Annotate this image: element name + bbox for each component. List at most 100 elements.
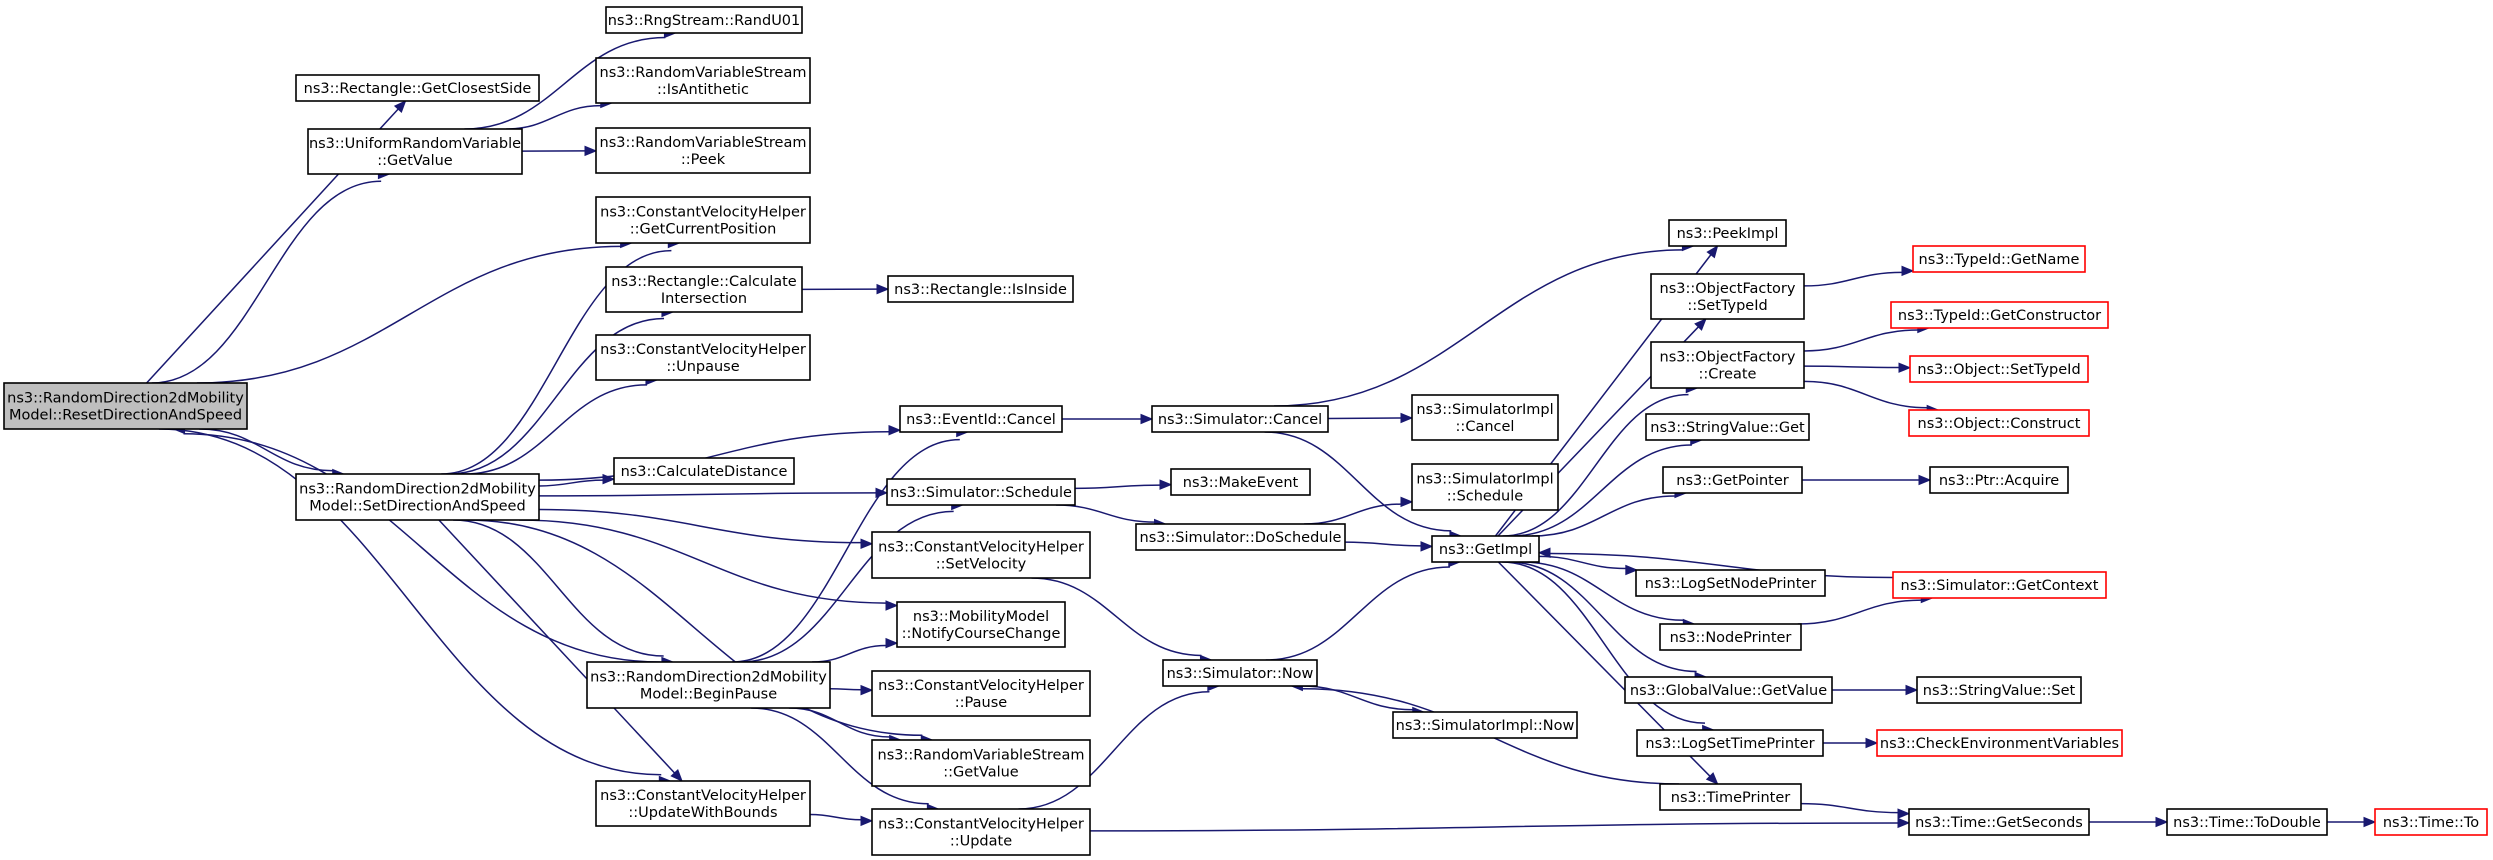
node-simimplcancel[interactable]: ns3::SimulatorImpl::Cancel bbox=[1411, 394, 1559, 441]
node-isinside[interactable]: ns3::Rectangle::IsInside bbox=[887, 275, 1074, 303]
node-pause[interactable]: ns3::ConstantVelocityHelper::Pause bbox=[871, 670, 1091, 717]
node-label-line: ns3::RandomVariableStream bbox=[600, 135, 807, 151]
nodes-layer: ns3::RandomDirection2dMobilityModel::Res… bbox=[3, 6, 2488, 856]
node-simschedule[interactable]: ns3::Simulator::Schedule bbox=[886, 478, 1076, 506]
node-simgetcontext[interactable]: ns3::Simulator::GetContext bbox=[1892, 571, 2107, 599]
node-box bbox=[1411, 394, 1559, 441]
edge-getimpl-to-ofcreate bbox=[1502, 393, 1689, 537]
node-box bbox=[1162, 659, 1318, 687]
edge-cvhupdate-to-simnow bbox=[1018, 691, 1210, 810]
node-setdirection[interactable]: ns3::RandomDirection2dMobilityModel::Set… bbox=[295, 473, 540, 521]
arrowhead-simschedule-to-makeevent bbox=[1159, 479, 1173, 490]
node-cvhupdate[interactable]: ns3::ConstantVelocityHelper::Update bbox=[871, 808, 1091, 856]
node-typeidgetname[interactable]: ns3::TypeId::GetName bbox=[1912, 245, 2086, 273]
node-label-line: ns3::Simulator::Cancel bbox=[1158, 412, 1322, 428]
node-logsetnodeprinter[interactable]: ns3::LogSetNodePrinter bbox=[1635, 569, 1826, 597]
node-objectconstruct[interactable]: ns3::Object::Construct bbox=[1908, 409, 2090, 437]
node-uniformgetvalue[interactable]: ns3::UniformRandomVariable::GetValue bbox=[307, 128, 523, 175]
arrowhead-getimpl-to-ofsettypeid bbox=[1694, 318, 1707, 331]
node-label-line: ns3::SimulatorImpl::Now bbox=[1396, 718, 1575, 734]
node-label-line: ns3::ConstantVelocityHelper bbox=[878, 817, 1084, 833]
edge-beginpause-to-eventcancel bbox=[732, 438, 960, 663]
node-box bbox=[595, 196, 811, 244]
node-box bbox=[595, 127, 811, 174]
node-box bbox=[1135, 523, 1346, 551]
node-timeto[interactable]: ns3::Time::To bbox=[2374, 808, 2488, 836]
node-typeidgetconstructor[interactable]: ns3::TypeId::GetConstructor bbox=[1890, 301, 2109, 329]
edge-ofcreate-to-objectsettypeid bbox=[1803, 365, 1900, 369]
node-label-line: ns3::Simulator::Schedule bbox=[890, 485, 1072, 501]
node-box bbox=[595, 57, 811, 104]
node-label-line: ns3::Time::GetSeconds bbox=[1915, 815, 2083, 831]
node-label-line: ns3::RandomDirection2dMobility bbox=[590, 670, 827, 686]
node-label-line: Model::SetDirectionAndSpeed bbox=[309, 499, 525, 515]
node-eventcancel[interactable]: ns3::EventId::Cancel bbox=[899, 405, 1063, 433]
edge-simnow-to-getimpl bbox=[1265, 566, 1450, 661]
node-logsettimeprinter[interactable]: ns3::LogSetTimePrinter bbox=[1636, 729, 1824, 757]
edge-root-to-setdirection bbox=[199, 428, 334, 472]
node-label-line: ::IsAntithetic bbox=[657, 82, 749, 98]
node-nodeprinter[interactable]: ns3::NodePrinter bbox=[1659, 623, 1802, 651]
node-simcancel[interactable]: ns3::Simulator::Cancel bbox=[1151, 405, 1329, 433]
edge-timeprinter-to-timegetseconds bbox=[1800, 802, 1899, 814]
node-label-line: ns3::Rectangle::Calculate bbox=[611, 274, 797, 290]
node-simnow[interactable]: ns3::Simulator::Now bbox=[1162, 659, 1318, 687]
node-label-line: ::Peek bbox=[681, 152, 726, 168]
node-box bbox=[1662, 466, 1803, 494]
node-beginpause[interactable]: ns3::RandomDirection2dMobilityModel::Beg… bbox=[586, 661, 831, 709]
arrowhead-ofsettypeid-to-typeidgetname bbox=[1901, 265, 1915, 277]
node-ptracquire[interactable]: ns3::Ptr::Acquire bbox=[1929, 466, 2069, 494]
node-closestside[interactable]: ns3::Rectangle::GetClosestSide bbox=[295, 74, 540, 102]
node-updatewithbounds[interactable]: ns3::ConstantVelocityHelper::UpdateWithB… bbox=[595, 780, 811, 827]
node-root[interactable]: ns3::RandomDirection2dMobilityModel::Res… bbox=[3, 382, 248, 430]
edge-doschedule-to-getimpl bbox=[1344, 541, 1422, 547]
node-notifycourse[interactable]: ns3::MobilityModel::NotifyCourseChange bbox=[896, 601, 1066, 648]
arrowhead-setdirection-to-updatewithbounds bbox=[670, 769, 683, 782]
node-getcurrentposition[interactable]: ns3::ConstantVelocityHelper::GetCurrentP… bbox=[595, 196, 811, 244]
edge-setdirection-to-rvsgetvalue bbox=[466, 519, 923, 737]
arrowhead-beginpause-to-pause bbox=[860, 684, 874, 696]
node-simimplnow[interactable]: ns3::SimulatorImpl::Now bbox=[1392, 711, 1578, 739]
arrowhead-globalvaluegetvalue-to-stringvalueset bbox=[1905, 684, 1919, 696]
node-isantithetic[interactable]: ns3::RandomVariableStream::IsAntithetic bbox=[595, 57, 811, 104]
node-simimplschedule[interactable]: ns3::SimulatorImpl::Schedule bbox=[1411, 463, 1559, 511]
node-box bbox=[595, 334, 811, 381]
node-unpause[interactable]: ns3::ConstantVelocityHelper::Unpause bbox=[595, 334, 811, 381]
node-label-line: ns3::EventId::Cancel bbox=[906, 412, 1056, 428]
node-makeevent[interactable]: ns3::MakeEvent bbox=[1170, 468, 1311, 496]
edge-nodeprinter-to-simgetcontext bbox=[1797, 599, 1922, 625]
node-label-line: ns3::MobilityModel bbox=[913, 609, 1049, 625]
node-label-line: ns3::RandomVariableStream bbox=[878, 748, 1085, 764]
node-peek[interactable]: ns3::RandomVariableStream::Peek bbox=[595, 127, 811, 174]
node-calcdistance[interactable]: ns3::CalculateDistance bbox=[613, 457, 795, 485]
node-doschedule[interactable]: ns3::Simulator::DoSchedule bbox=[1135, 523, 1346, 551]
node-objectsettypeid[interactable]: ns3::Object::SetTypeId bbox=[1909, 355, 2089, 383]
node-getpointer[interactable]: ns3::GetPointer bbox=[1662, 466, 1803, 494]
node-stringvalueget[interactable]: ns3::StringValue::Get bbox=[1645, 413, 1810, 441]
node-label-line: ns3::StringValue::Get bbox=[1650, 420, 1805, 436]
node-setvelocity[interactable]: ns3::ConstantVelocityHelper::SetVelocity bbox=[871, 531, 1091, 579]
node-stringvalueset[interactable]: ns3::StringValue::Set bbox=[1916, 676, 2082, 704]
node-label-line: Model::BeginPause bbox=[640, 687, 777, 703]
node-randu01[interactable]: ns3::RngStream::RandU01 bbox=[605, 6, 803, 34]
node-timegetseconds[interactable]: ns3::Time::GetSeconds bbox=[1908, 808, 2090, 836]
node-peekimpl[interactable]: ns3::PeekImpl bbox=[1668, 219, 1787, 247]
node-timeprinter[interactable]: ns3::TimePrinter bbox=[1659, 783, 1802, 811]
node-ofcreate[interactable]: ns3::ObjectFactory::Create bbox=[1650, 341, 1805, 389]
node-timetodouble[interactable]: ns3::Time::ToDouble bbox=[2166, 808, 2328, 836]
edge-simschedule-to-doschedule bbox=[1055, 504, 1155, 523]
node-label-line: ::Unpause bbox=[666, 359, 739, 375]
node-getimpl[interactable]: ns3::GetImpl bbox=[1431, 535, 1540, 563]
node-label-line: ns3::ObjectFactory bbox=[1660, 281, 1796, 297]
node-box bbox=[307, 128, 523, 175]
edge-uniformgetvalue-to-randu01 bbox=[464, 36, 666, 130]
node-globalvaluegetvalue[interactable]: ns3::GlobalValue::GetValue bbox=[1624, 676, 1833, 704]
edge-simcancel-to-getimpl bbox=[1264, 431, 1452, 532]
node-checkenv[interactable]: ns3::CheckEnvironmentVariables bbox=[1876, 729, 2123, 757]
node-label-line: ns3::Rectangle::IsInside bbox=[894, 282, 1067, 298]
arrowhead-cvhupdate-to-timegetseconds bbox=[1897, 817, 1911, 829]
node-label-line: ns3::Rectangle::GetClosestSide bbox=[304, 81, 532, 97]
node-rvsgetvalue[interactable]: ns3::RandomVariableStream::GetValue bbox=[871, 739, 1091, 787]
node-ofsettypeid[interactable]: ns3::ObjectFactory::SetTypeId bbox=[1650, 273, 1805, 320]
